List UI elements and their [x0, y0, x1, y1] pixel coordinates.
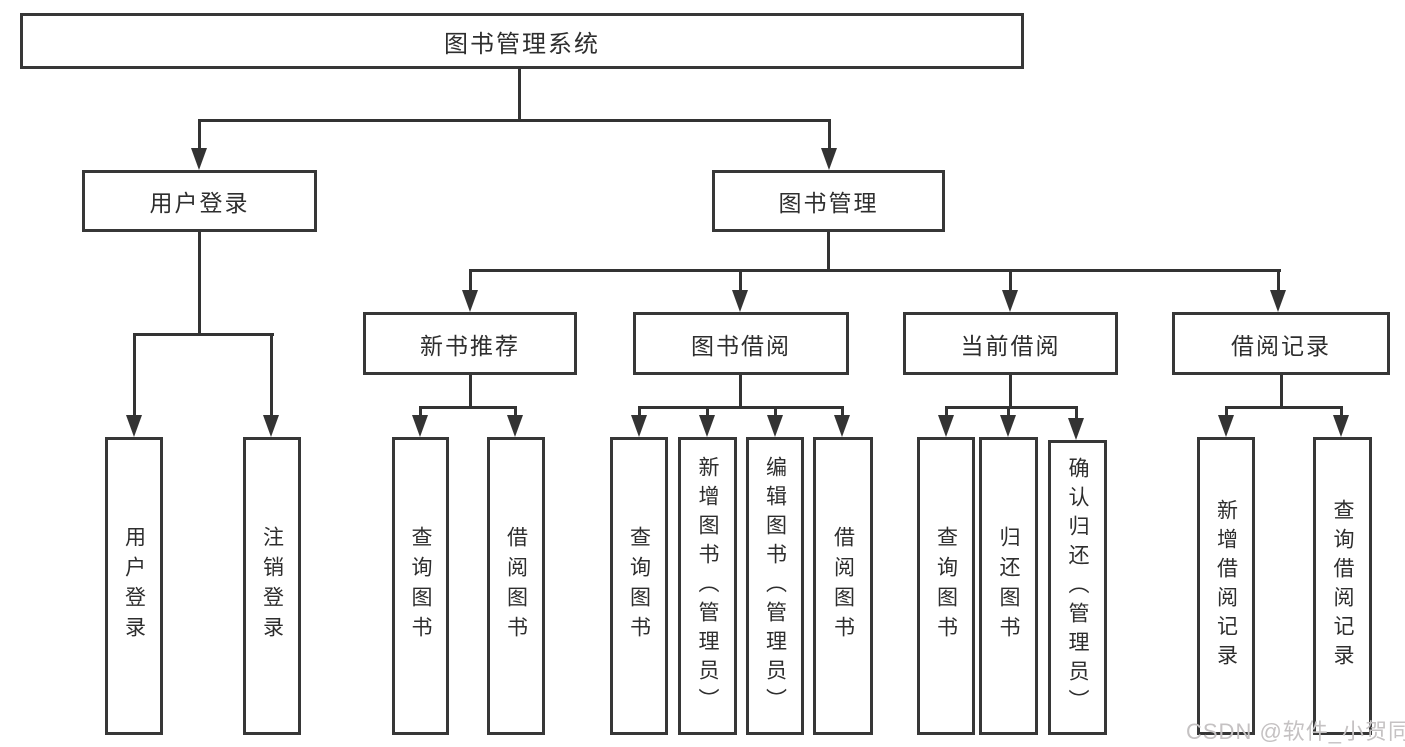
leaf-query-books-current-label: 查询图书 [934, 526, 958, 646]
connector-borrowing-stem [739, 375, 742, 409]
connector-to-leaf [638, 406, 641, 417]
arrowhead-leaf [699, 415, 715, 437]
csdn-watermark: CSDN @软件_小贺同学 [1186, 719, 1405, 744]
connector-to-borrowing-records [1277, 269, 1280, 292]
leaf-borrow-books-borrowing-label: 借阅图书 [831, 526, 855, 646]
arrowhead-leaf [1333, 415, 1349, 437]
connector-user-login-stem [198, 232, 201, 336]
connector-to-book-borrowing [739, 269, 742, 292]
arrowhead-leaf [1068, 418, 1084, 440]
leaf-query-borrow-record-label: 查询借阅记录 [1331, 499, 1354, 673]
arrowhead-user-login [191, 148, 207, 170]
connector-to-leaf [1075, 406, 1078, 419]
leaf-borrow-books-recommend: 借阅图书 [487, 437, 545, 735]
leaf-borrow-books-recommend-label: 借阅图书 [504, 526, 528, 646]
connector-recommend-rail [419, 406, 517, 409]
connector-to-leaf [419, 406, 422, 417]
arrowhead-book-borrowing [732, 290, 748, 312]
connector-to-leaf [945, 406, 948, 417]
node-root: 图书管理系统 [20, 13, 1024, 69]
connector-records-rail [1225, 406, 1342, 409]
connector-to-leaf-logout [270, 333, 273, 417]
connector-to-leaf [706, 406, 709, 417]
leaf-confirm-return-admin-label: 确认归还（管理员） [1066, 457, 1089, 718]
arrowhead-leaf [834, 415, 850, 437]
leaf-add-borrow-record: 新增借阅记录 [1197, 437, 1255, 735]
leaf-confirm-return-admin: 确认归还（管理员） [1048, 440, 1107, 735]
node-user-login-label: 用户登录 [149, 190, 250, 216]
connector-to-new-book-recommend [469, 269, 472, 292]
arrowhead-leaf-logout [263, 415, 279, 437]
connector-records-stem [1280, 375, 1283, 409]
arrowhead-leaf [1000, 415, 1016, 437]
node-root-label: 图书管理系统 [444, 30, 600, 58]
leaf-add-borrow-record-label: 新增借阅记录 [1214, 499, 1238, 673]
leaf-borrow-books-borrowing: 借阅图书 [813, 437, 873, 735]
connector-to-leaf [841, 406, 844, 417]
node-book-management-label: 图书管理 [778, 190, 879, 216]
arrowhead-new-book-recommend [462, 290, 478, 312]
leaf-query-borrow-record: 查询借阅记录 [1313, 437, 1372, 735]
connector-to-user-login [198, 119, 201, 149]
connector-to-leaf [1340, 406, 1343, 417]
connector-to-leaf [1225, 406, 1228, 417]
leaf-logout: 注销登录 [243, 437, 301, 735]
arrowhead-leaf-user-login [126, 415, 142, 437]
node-new-book-recommend-label: 新书推荐 [420, 332, 520, 359]
leaf-query-books-current: 查询图书 [917, 437, 975, 735]
arrowhead-leaf [938, 415, 954, 437]
arrowhead-leaf [767, 415, 783, 437]
node-new-book-recommend: 新书推荐 [363, 312, 577, 375]
node-book-management: 图书管理 [712, 170, 945, 232]
node-user-login: 用户登录 [82, 170, 317, 232]
connector-to-leaf [1007, 406, 1010, 417]
connector-root-rail [198, 119, 831, 122]
leaf-query-books-recommend-label: 查询图书 [409, 526, 432, 646]
leaf-user-login: 用户登录 [105, 437, 163, 735]
leaf-add-book-admin-label: 新增图书（管理员） [696, 455, 719, 717]
node-current-borrowing-label: 当前借阅 [960, 332, 1061, 359]
connector-book-management-stem [827, 232, 830, 272]
connector-current-rail [945, 406, 1078, 409]
leaf-edit-book-admin: 编辑图书（管理员） [746, 437, 804, 735]
leaf-query-books-borrowing-label: 查询图书 [627, 526, 651, 646]
node-current-borrowing: 当前借阅 [903, 312, 1118, 375]
arrowhead-current-borrowing [1002, 290, 1018, 312]
leaf-edit-book-admin-label: 编辑图书（管理员） [763, 455, 787, 717]
arrowhead-borrowing-records [1270, 290, 1286, 312]
node-borrowing-records-label: 借阅记录 [1231, 332, 1331, 359]
connector-to-current-borrowing [1009, 269, 1012, 292]
connector-current-stem [1009, 375, 1012, 409]
node-book-borrowing-label: 图书借阅 [691, 332, 791, 359]
arrowhead-leaf [631, 415, 647, 437]
connector-borrowing-rail [638, 406, 844, 409]
connector-book-management-rail [469, 269, 1281, 272]
connector-to-leaf [774, 406, 777, 417]
connector-user-login-rail [133, 333, 274, 336]
leaf-return-books: 归还图书 [979, 437, 1038, 735]
arrowhead-leaf [507, 415, 523, 437]
connector-root-stem [518, 69, 521, 121]
node-borrowing-records: 借阅记录 [1172, 312, 1390, 375]
leaf-query-books-borrowing: 查询图书 [610, 437, 668, 735]
leaf-user-login-label: 用户登录 [122, 526, 146, 646]
leaf-return-books-label: 归还图书 [997, 526, 1020, 646]
leaf-add-book-admin: 新增图书（管理员） [678, 437, 737, 735]
connector-to-leaf-user-login [133, 333, 136, 417]
arrowhead-leaf [412, 415, 428, 437]
arrowhead-book-management [821, 148, 837, 170]
leaf-query-books-recommend: 查询图书 [392, 437, 449, 735]
arrowhead-leaf [1218, 415, 1234, 437]
leaf-logout-label: 注销登录 [260, 526, 284, 646]
connector-to-leaf [514, 406, 517, 417]
node-book-borrowing: 图书借阅 [633, 312, 849, 375]
connector-recommend-stem [469, 375, 472, 409]
connector-to-book-management [828, 119, 831, 149]
